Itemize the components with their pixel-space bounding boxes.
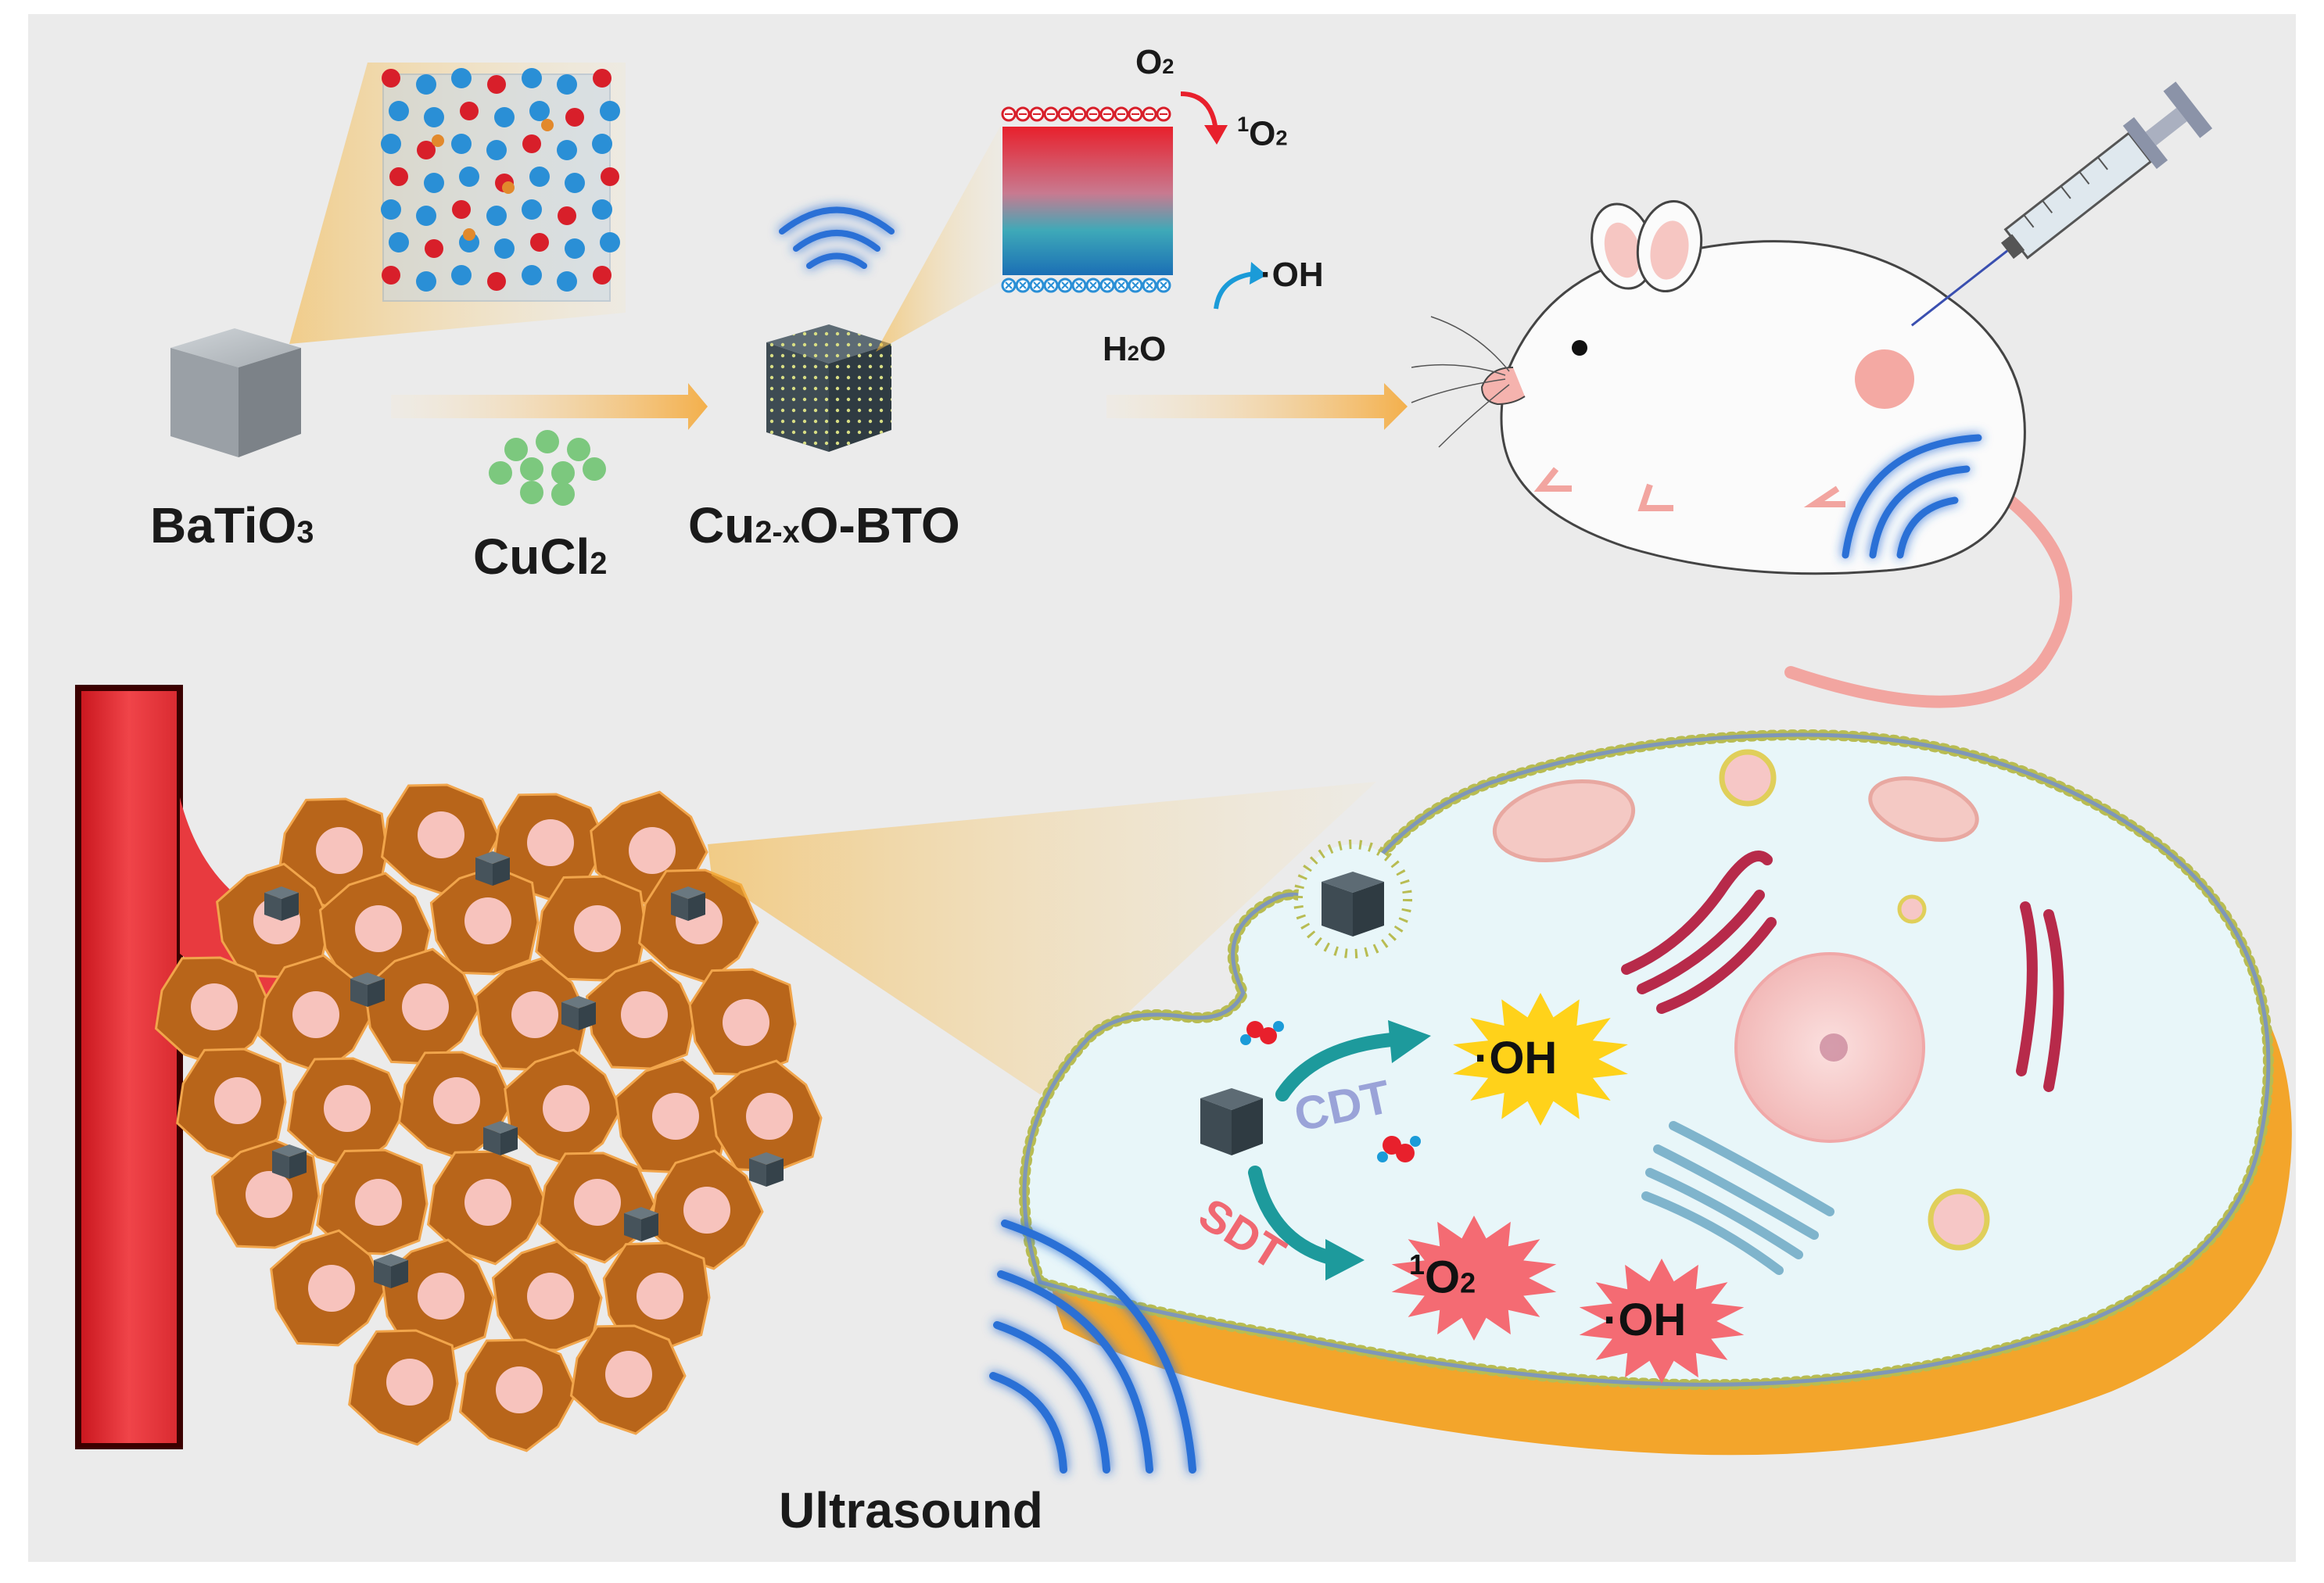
cu2o-bto-label: Cu2-xO-BTO	[688, 497, 960, 553]
sdt-arrow	[1248, 1166, 1340, 1266]
o2-label: O2	[1135, 43, 1175, 81]
cu2o-bto-cube	[766, 324, 891, 452]
ultrasound-label: Ultrasound	[779, 1482, 1043, 1538]
oh-burst-red	[1579, 1259, 1745, 1384]
batio3-label: BaTiO3	[150, 497, 314, 553]
h2o2-molecule-icon	[1377, 1136, 1421, 1162]
mitochondria-icon	[1492, 779, 1636, 863]
h2o-reaction-arrow	[1214, 271, 1256, 310]
o2-reaction-arrow	[1180, 91, 1218, 132]
nanoparticle-cube	[1322, 872, 1384, 937]
er-icon	[2016, 901, 2064, 1092]
nanoparticle-cube	[1200, 1088, 1263, 1155]
synthesis-arrow-2	[1106, 383, 1408, 430]
batio3-cube	[170, 328, 301, 457]
h2o-label: H2O	[1103, 330, 1167, 368]
cdt-arrow	[1275, 1033, 1399, 1101]
vesicle-icon	[1897, 894, 1927, 924]
tumor-cell-icon	[154, 783, 823, 1452]
vesicle-icon	[1719, 749, 1777, 807]
oh-yellow-text: ·OH	[1474, 1033, 1558, 1083]
vesicle-icon	[1928, 1188, 1990, 1251]
mitochondria-icon	[1868, 776, 1979, 842]
syringe-icon	[1910, 81, 2213, 327]
synthesis-arrow-1	[391, 383, 708, 430]
er-icon	[1621, 851, 1777, 1014]
ultrasound-wave-icon	[1842, 434, 1982, 559]
ultrasound-wave-icon	[989, 1219, 1196, 1474]
singlet-o2-text: 1O2	[1409, 1248, 1476, 1303]
hydroxyl-label: ·OH	[1261, 256, 1324, 294]
mouse-icon	[1411, 199, 2072, 708]
cucl2-beads	[489, 430, 606, 506]
cube-lattice-icon	[381, 68, 620, 302]
cucl2-label: CuCl2	[473, 528, 608, 585]
oh-burst-yellow	[1453, 993, 1628, 1126]
h2o2-molecule-icon	[1240, 1021, 1284, 1045]
golgi-icon	[1641, 1121, 1834, 1275]
singlet-o2-burst	[1391, 1216, 1557, 1341]
oh-red-text: ·OH	[1603, 1295, 1687, 1345]
singlet-oxygen-label: 1O2	[1237, 112, 1288, 153]
band-zoom-wedge	[876, 125, 1001, 352]
band-structure	[1001, 106, 1173, 293]
cell-zoom-wedge	[708, 782, 1376, 1094]
ultrasound-wave-icon	[779, 206, 895, 269]
